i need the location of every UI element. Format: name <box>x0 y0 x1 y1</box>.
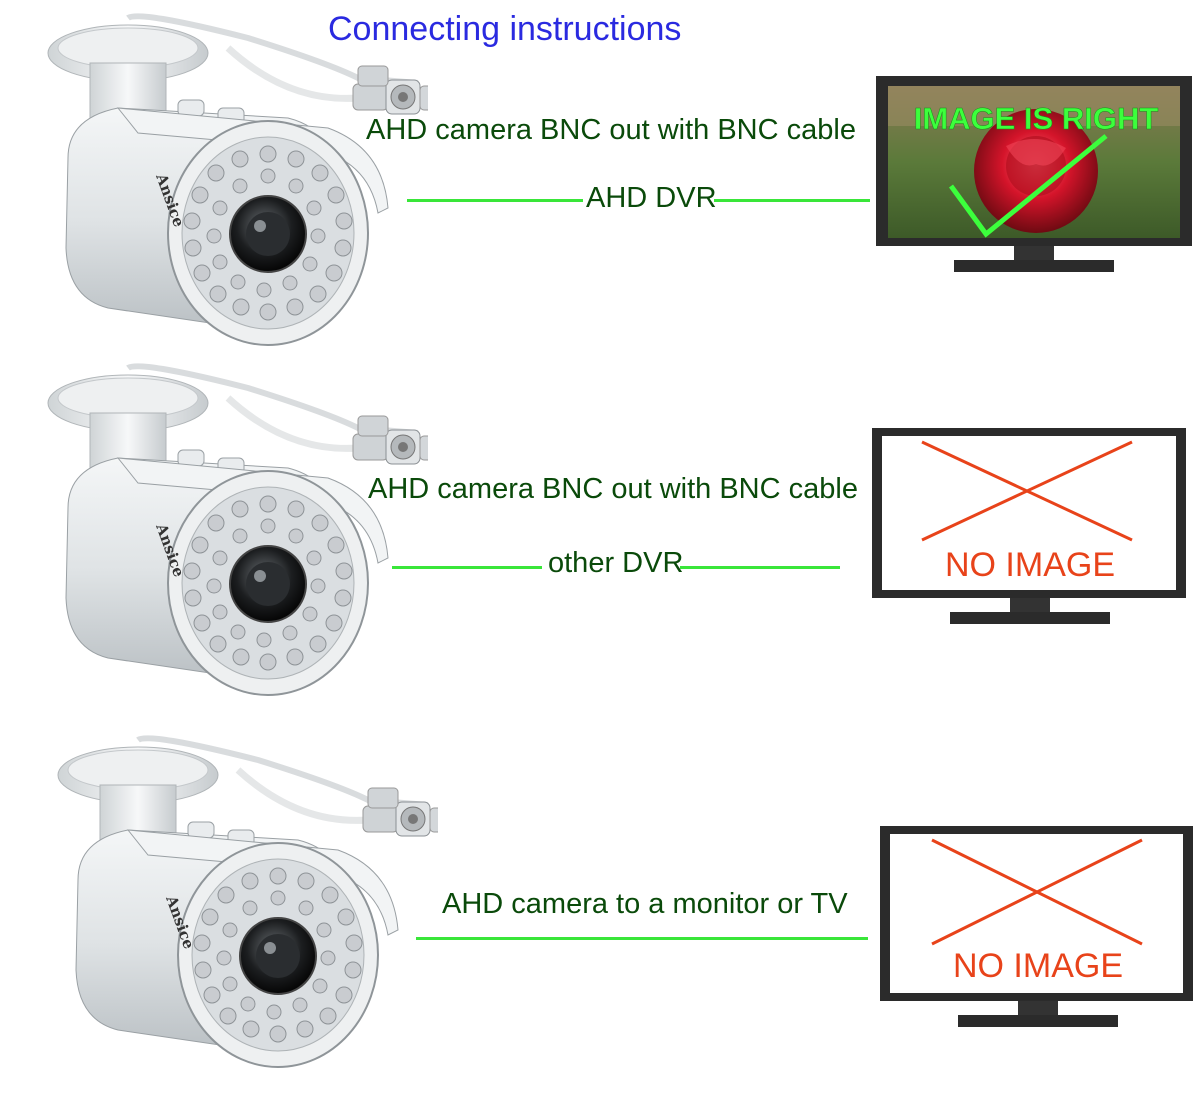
screen-text-2: NO IMAGE <box>945 546 1115 584</box>
page-title: Connecting instructions <box>328 10 682 48</box>
monitor-2: NO IMAGE <box>872 428 1192 628</box>
screen-text-1: IMAGE IS RIGHT <box>914 101 1159 136</box>
camera-image-3: Ansice <box>38 730 438 1080</box>
cable-label-3: AHD camera to a monitor or TV <box>442 888 848 920</box>
cable-label-1: AHD camera BNC out with BNC cable <box>366 114 856 146</box>
screen-text-3: NO IMAGE <box>953 947 1123 985</box>
camera-image-1: Ansice <box>28 8 428 358</box>
connector-line-1b <box>714 199 870 202</box>
connector-line-2a <box>392 566 542 569</box>
device-label-1: AHD DVR <box>586 182 717 214</box>
device-label-2: other DVR <box>548 547 684 579</box>
camera-image-2: Ansice <box>28 358 428 708</box>
connector-line-3 <box>416 937 868 940</box>
cable-label-2: AHD camera BNC out with BNC cable <box>368 473 858 505</box>
connector-line-1a <box>407 199 583 202</box>
monitor-1: IMAGE IS RIGHT <box>876 76 1196 276</box>
monitor-3: NO IMAGE <box>880 826 1200 1031</box>
connector-line-2b <box>680 566 840 569</box>
